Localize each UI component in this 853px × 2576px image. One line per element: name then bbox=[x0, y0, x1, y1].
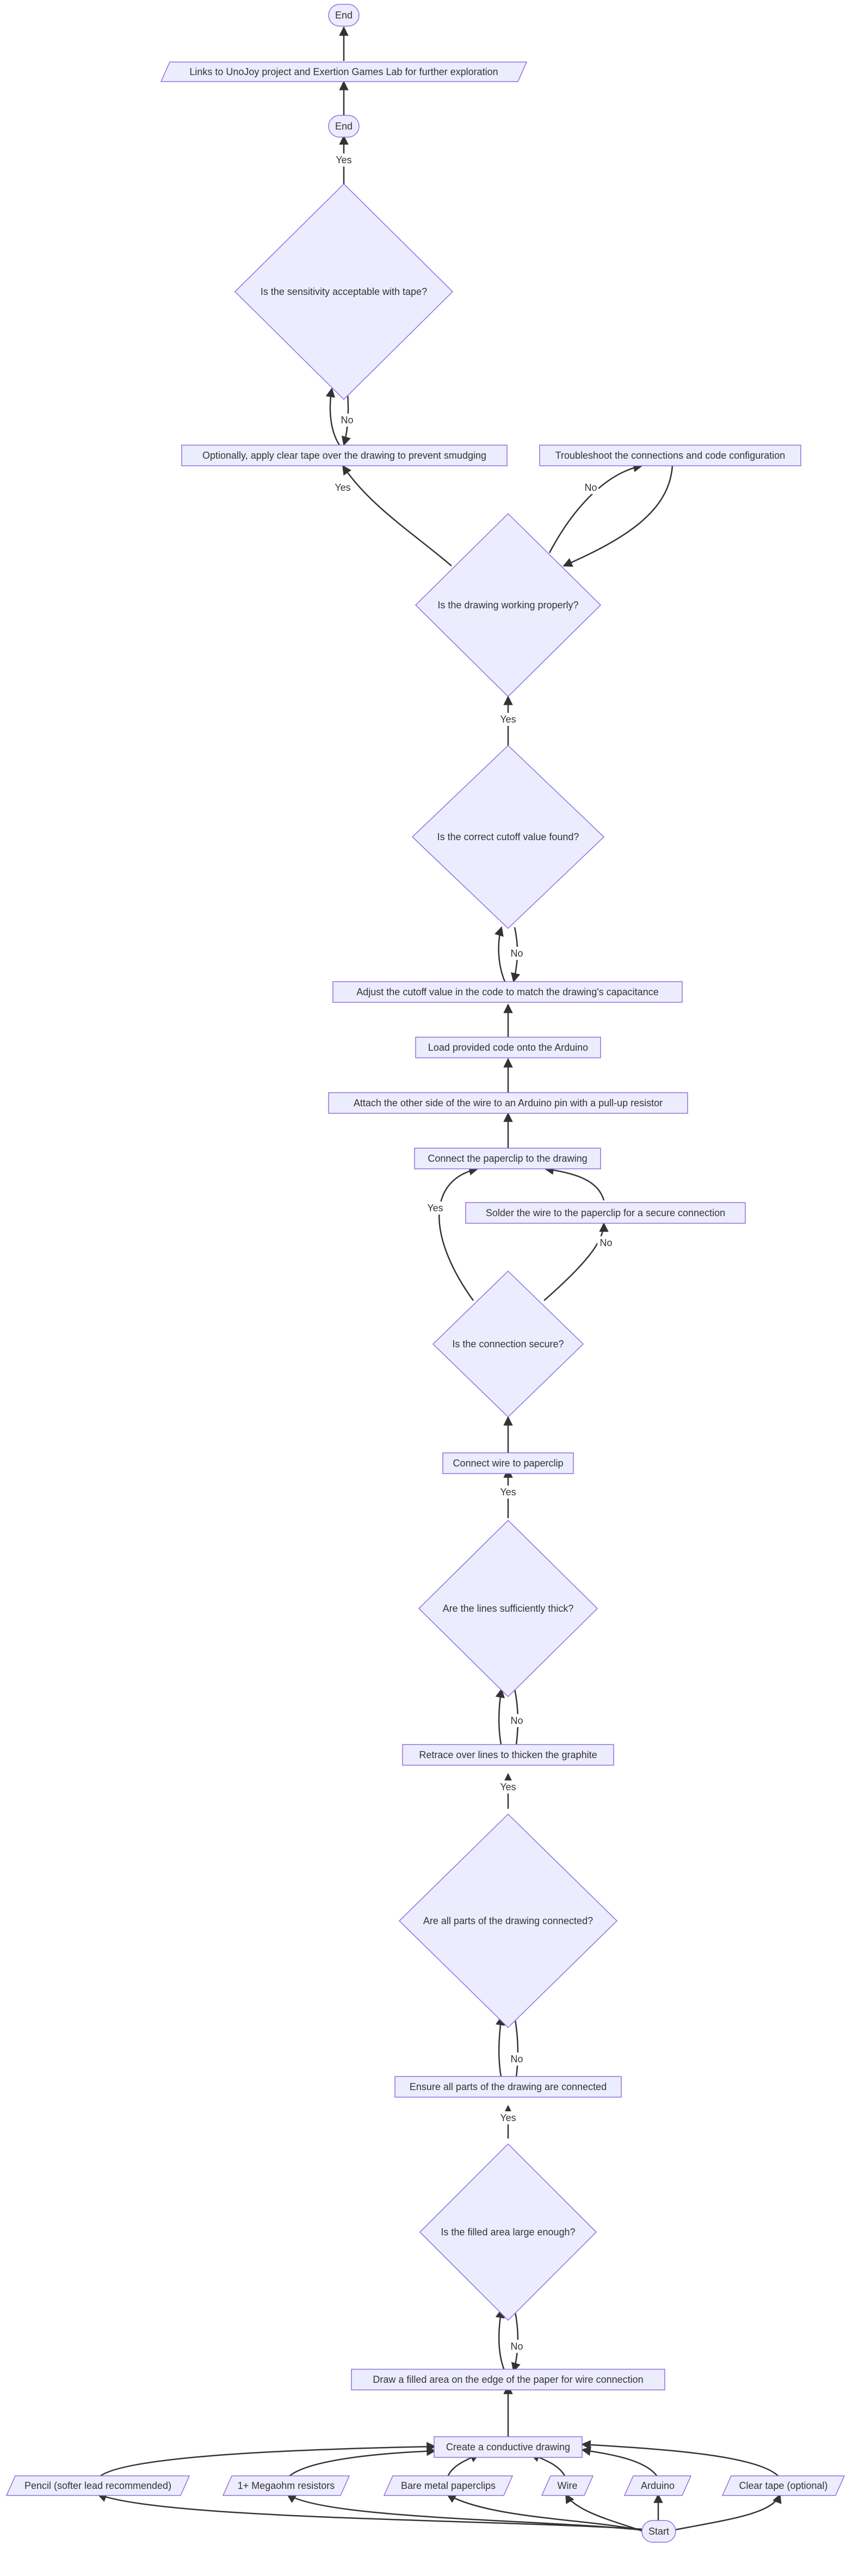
edges bbox=[97, 26, 782, 2534]
edge-label-yes-end: Yes bbox=[336, 155, 351, 165]
working-decision-label: Is the drawing working properly? bbox=[437, 600, 578, 611]
connected-decision-label: Are all parts of the drawing connected? bbox=[423, 1915, 593, 1926]
end-node-top[interactable]: End bbox=[328, 4, 360, 27]
solder-node-label: Solder the wire to the paperclip for a s… bbox=[486, 1207, 725, 1218]
thick-decision[interactable]: Are the lines sufficiently thick? bbox=[418, 1519, 598, 1698]
connect-paperclip-node[interactable]: Connect the paperclip to the drawing bbox=[414, 1148, 601, 1169]
edge-label-no-cutoff: No bbox=[510, 948, 523, 959]
connect-paperclip-node-label: Connect the paperclip to the drawing bbox=[428, 1153, 587, 1164]
paperclips-node-label: Bare metal paperclips bbox=[401, 2480, 496, 2491]
edge-pencil-create bbox=[97, 2442, 436, 2479]
edge-label-yes-secure: Yes bbox=[427, 1203, 443, 1213]
troubleshoot-node[interactable]: Troubleshoot the connections and code co… bbox=[539, 445, 801, 466]
wire-node-label: Wire bbox=[558, 2480, 578, 2491]
edge-label-no-working: No bbox=[584, 482, 597, 493]
edge-start-pencil bbox=[97, 2493, 644, 2530]
filled-decision-label: Is the filled area large enough? bbox=[441, 2227, 575, 2238]
edge-start-cleartape bbox=[672, 2493, 782, 2531]
edge-label-yes-connected: Yes bbox=[500, 1782, 516, 1792]
filled-decision[interactable]: Is the filled area large enough? bbox=[419, 2143, 597, 2321]
edge-qworking-troubleshoot bbox=[548, 463, 643, 553]
edge-start-resistors bbox=[286, 2493, 645, 2531]
connected-decision[interactable]: Are all parts of the drawing connected? bbox=[398, 1813, 618, 2029]
edge-labels: Yes No Yes No Yes No Yes No Yes No Yes N… bbox=[333, 153, 614, 2353]
wire-to-clip-node-label: Connect wire to paperclip bbox=[453, 1458, 563, 1469]
sensitivity-decision[interactable]: Is the sensitivity acceptable with tape? bbox=[234, 183, 454, 400]
edge-label-no-sensitivity: No bbox=[341, 415, 353, 426]
edge-adjust-qcutoff bbox=[495, 926, 506, 982]
attach-wire-node-label: Attach the other side of the wire to an … bbox=[354, 1098, 663, 1108]
edge-cleartape-create bbox=[581, 2440, 781, 2479]
cutoff-decision-label: Is the correct cutoff value found? bbox=[437, 831, 579, 842]
draw-filled-node-label: Draw a filled area on the edge of the pa… bbox=[373, 2374, 643, 2385]
attach-wire-node[interactable]: Attach the other side of the wire to an … bbox=[328, 1092, 688, 1114]
retrace-node-label: Retrace over lines to thicken the graphi… bbox=[419, 1749, 597, 1760]
troubleshoot-node-label: Troubleshoot the connections and code co… bbox=[555, 450, 786, 461]
edge-label-yes-tape: Yes bbox=[335, 482, 350, 493]
edge-qworking-tape bbox=[342, 465, 452, 566]
links-node-label: Links to UnoJoy project and Exertion Gam… bbox=[189, 66, 498, 77]
edge-label-no-thick: No bbox=[510, 1715, 523, 1726]
edge-label-yes-thick: Yes bbox=[500, 1487, 516, 1497]
pencil-node[interactable]: Pencil (softer lead recommended) bbox=[5, 2475, 190, 2496]
edge-resistors-create bbox=[287, 2446, 436, 2479]
adjust-cutoff-node[interactable]: Adjust the cutoff value in the code to m… bbox=[332, 981, 683, 1003]
end-node-mid[interactable]: End bbox=[328, 115, 360, 138]
thick-decision-label: Are the lines sufficiently thick? bbox=[443, 1603, 574, 1614]
edge-label-yes-working: Yes bbox=[500, 714, 516, 725]
wire-node[interactable]: Wire bbox=[541, 2475, 594, 2496]
paperclips-node[interactable]: Bare metal paperclips bbox=[383, 2475, 514, 2496]
cutoff-decision[interactable]: Is the correct cutoff value found? bbox=[411, 744, 605, 929]
apply-tape-node[interactable]: Optionally, apply clear tape over the dr… bbox=[181, 445, 508, 466]
edge-tape-qsensitivity bbox=[325, 387, 341, 446]
edge-start-paperclips bbox=[446, 2493, 646, 2532]
resistors-node[interactable]: 1+ Megaohm resistors bbox=[222, 2475, 350, 2496]
sensitivity-decision-label: Is the sensitivity acceptable with tape? bbox=[261, 286, 427, 297]
edge-qsecure-connectclip bbox=[438, 1166, 479, 1301]
solder-node[interactable]: Solder the wire to the paperclip for a s… bbox=[465, 1202, 746, 1224]
edge-drawfilled-qfilled bbox=[495, 2308, 506, 2372]
start-node[interactable]: Start bbox=[641, 2520, 676, 2543]
load-code-node[interactable]: Load provided code onto the Arduino bbox=[415, 1037, 601, 1058]
working-decision[interactable]: Is the drawing working properly? bbox=[415, 513, 602, 698]
edge-arduino-create bbox=[581, 2446, 659, 2479]
edge-label-yes-filled: Yes bbox=[500, 2112, 516, 2123]
resistors-node-label: 1+ Megaohm resistors bbox=[238, 2480, 335, 2491]
end-node-mid-label: End bbox=[335, 121, 353, 132]
edge-label-no-filled: No bbox=[510, 2341, 523, 2352]
edge-label-no-secure: No bbox=[599, 1237, 612, 1248]
adjust-cutoff-node-label: Adjust the cutoff value in the code to m… bbox=[356, 987, 658, 997]
create-drawing-node[interactable]: Create a conductive drawing bbox=[434, 2436, 583, 2458]
links-node[interactable]: Links to UnoJoy project and Exertion Gam… bbox=[160, 61, 528, 82]
load-code-node-label: Load provided code onto the Arduino bbox=[428, 1042, 588, 1053]
nodes: End Links to UnoJoy project and Exertion… bbox=[5, 4, 845, 2543]
draw-filled-node[interactable]: Draw a filled area on the edge of the pa… bbox=[351, 2369, 665, 2390]
end-node-top-label: End bbox=[335, 10, 353, 21]
pencil-node-label: Pencil (softer lead recommended) bbox=[24, 2480, 171, 2491]
start-node-label: Start bbox=[648, 2526, 669, 2537]
edge-solder-connectclip bbox=[544, 1165, 605, 1201]
edge-troubleshoot-qworking bbox=[563, 465, 673, 567]
create-drawing-node-label: Create a conductive drawing bbox=[446, 2442, 570, 2452]
secure-decision[interactable]: Is the connection secure? bbox=[432, 1270, 584, 1418]
arduino-node[interactable]: Arduino bbox=[623, 2475, 692, 2496]
ensure-connected-node[interactable]: Ensure all parts of the drawing are conn… bbox=[394, 2076, 622, 2098]
wire-to-clip-node[interactable]: Connect wire to paperclip bbox=[442, 1452, 574, 1474]
apply-tape-node-label: Optionally, apply clear tape over the dr… bbox=[202, 450, 486, 461]
ensure-connected-node-label: Ensure all parts of the drawing are conn… bbox=[410, 2081, 607, 2092]
retrace-node[interactable]: Retrace over lines to thicken the graphi… bbox=[402, 1744, 614, 1766]
edge-qsecure-solder bbox=[543, 1222, 609, 1301]
clear-tape-node-label: Clear tape (optional) bbox=[739, 2480, 827, 2491]
edge-start-wire bbox=[565, 2493, 647, 2534]
edge-label-no-connected: No bbox=[510, 2054, 523, 2065]
arduino-node-label: Arduino bbox=[641, 2480, 675, 2491]
secure-decision-label: Is the connection secure? bbox=[452, 1339, 564, 1349]
clear-tape-node[interactable]: Clear tape (optional) bbox=[721, 2475, 845, 2496]
